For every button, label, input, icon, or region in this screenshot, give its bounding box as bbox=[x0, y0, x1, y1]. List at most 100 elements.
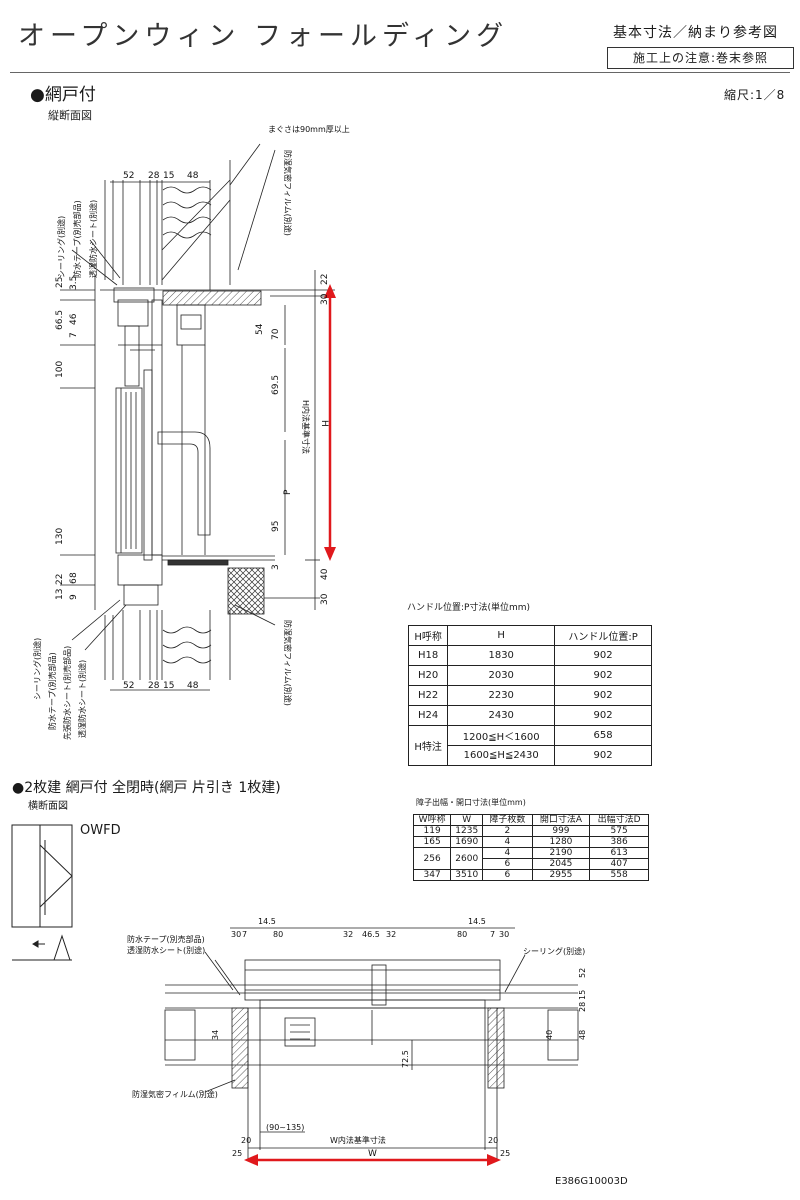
table-cell: 2 bbox=[482, 825, 533, 837]
dim-top-0: 52 bbox=[123, 171, 134, 181]
sash-table-caption: 障子出幅・開口寸法(単位mm) bbox=[416, 798, 526, 807]
width-label: W bbox=[368, 1149, 377, 1159]
dim-h-bottom-2: 25 bbox=[232, 1149, 242, 1158]
table-header: H呼称 bbox=[407, 625, 449, 646]
film-label-bottom: 防湿気密フィルム(別途) bbox=[283, 620, 293, 706]
table-row: 165 1690 4 1280 386 bbox=[412, 836, 649, 848]
dim-inner-1: 70 bbox=[271, 328, 281, 340]
table-cell: 902 bbox=[554, 705, 652, 726]
table-row: H特注 1200≦H＜1600 658 bbox=[407, 725, 652, 766]
dim-inner-4: 3 bbox=[271, 564, 281, 570]
sash-dimension-table: W呼称 W 障子枚数 開口寸法A 出幅寸法D 119 1235 2 999 57… bbox=[412, 814, 649, 881]
handle-p-label: P bbox=[283, 489, 293, 495]
horizontal-section-label: 横断面図 bbox=[28, 801, 68, 812]
arrow-down-icon bbox=[324, 547, 336, 561]
dim-h-bottom-1: 20 bbox=[488, 1136, 498, 1145]
table-cell: 256 bbox=[412, 847, 452, 870]
page-subtitle: 基本寸法／納まり参考図 bbox=[613, 25, 778, 41]
dim-inner-3: 95 bbox=[271, 521, 281, 532]
dim-h-bottom-0: 20 bbox=[241, 1136, 251, 1145]
sheet-label-bottom: 先張防水シート(別売部品) bbox=[62, 646, 72, 740]
section-heading-screen: ●網戸付 bbox=[30, 85, 96, 105]
table-cell: 2045 bbox=[531, 858, 591, 870]
table-row: 347 3510 6 2955 558 bbox=[412, 869, 649, 881]
dim-left-9: 22 bbox=[55, 574, 65, 585]
dim-inner-2: 69.5 bbox=[271, 375, 281, 395]
table-cell: 6 bbox=[482, 858, 533, 870]
table-row: H24 2430 902 bbox=[407, 705, 652, 726]
table-cell: H特注 bbox=[407, 725, 449, 766]
table-header: W bbox=[450, 814, 484, 826]
table-cell: 165 bbox=[412, 836, 452, 848]
table-header: ハンドル位置:P bbox=[554, 625, 652, 646]
dim-right-3: 30 bbox=[320, 593, 330, 605]
arrow-right-icon bbox=[487, 1154, 501, 1166]
horizontal-section-drawing bbox=[164, 927, 579, 1160]
table-cell: 1690 bbox=[450, 836, 484, 848]
dim-h-top-9: 7 bbox=[490, 930, 495, 939]
table-cell: H18 bbox=[407, 645, 449, 666]
table-cell: 2430 bbox=[447, 705, 556, 726]
dim-top-2: 15 bbox=[163, 171, 174, 181]
table-cell: 2955 bbox=[531, 869, 591, 881]
table-header-row: W呼称 W 障子枚数 開口寸法A 出幅寸法D bbox=[412, 814, 649, 826]
dim-left-3: 7 bbox=[69, 332, 79, 338]
table-cell: 999 bbox=[531, 825, 591, 837]
table-row: H22 2230 902 bbox=[407, 685, 652, 706]
dim-h-side-1: 15 bbox=[578, 990, 587, 1000]
dim-h-top-5: 46.5 bbox=[362, 930, 380, 939]
header-divider bbox=[10, 72, 790, 73]
owfd-window-icon bbox=[11, 824, 73, 961]
dim-bottom-0: 52 bbox=[123, 681, 134, 691]
vertical-section-drawing bbox=[60, 143, 335, 691]
table-cell: 1200≦H＜1600 bbox=[447, 725, 556, 746]
table-row: 1600≦H≦2430 902 bbox=[409, 745, 652, 766]
table-row: 6 2045 407 bbox=[414, 858, 649, 870]
dim-h-top-1: 7 bbox=[242, 930, 247, 939]
table-cell: 658 bbox=[554, 725, 652, 746]
dim-h-side-6: 72.5 bbox=[401, 1050, 410, 1068]
table-cell: 1830 bbox=[447, 645, 556, 666]
table-cell: H22 bbox=[407, 685, 449, 706]
table-row: 119 1235 2 999 575 bbox=[412, 825, 649, 837]
table-row: H18 1830 902 bbox=[407, 645, 652, 666]
handle-table-caption: ハンドル位置:P寸法(単位mm) bbox=[407, 603, 531, 613]
sheet-label-top: 透湿防水シート(別途) bbox=[88, 200, 98, 278]
handle-position-table: H呼称 H ハンドル位置:P H18 1830 902 H20 2030 902… bbox=[407, 625, 652, 766]
table-cell: 6 bbox=[482, 869, 533, 881]
dim-top-3: 48 bbox=[187, 171, 199, 181]
inner-standard-w-label: W内法基準寸法 bbox=[330, 1135, 386, 1145]
sealing-label: シーリング(別途) bbox=[523, 946, 585, 956]
dim-left-10: 6 bbox=[69, 578, 79, 584]
model-code: OWFD bbox=[80, 823, 121, 838]
dim-left-7: 13 bbox=[55, 589, 65, 600]
table-cell: 2190 bbox=[531, 847, 591, 859]
table-cell: 386 bbox=[589, 836, 649, 848]
page-title: オープンウィン フォールディング bbox=[18, 21, 509, 52]
dim-h-top-4: 32 bbox=[343, 930, 353, 939]
table-header: 障子枚数 bbox=[482, 814, 533, 826]
dim-h-top-8: 80 bbox=[457, 930, 467, 939]
table-row: H20 2030 902 bbox=[407, 665, 652, 686]
table-header-row: H呼称 H ハンドル位置:P bbox=[407, 625, 652, 646]
table-cell: 558 bbox=[589, 869, 649, 881]
section-heading-two-panel: ●2枚建 網戸付 全閉時(網戸 片引き 1枚建) bbox=[12, 780, 281, 796]
table-header: 出幅寸法D bbox=[589, 814, 649, 826]
tape-label-bottom: 防水テープ(別売部品) bbox=[47, 652, 57, 730]
tape-label: 防水テープ(別売部品) bbox=[127, 934, 205, 944]
table-cell: 575 bbox=[589, 825, 649, 837]
dim-h-side-2: 28 bbox=[578, 1002, 587, 1012]
drawing-code: E386G10003D bbox=[555, 1176, 628, 1187]
range-label: (90~135) bbox=[266, 1123, 304, 1132]
dim-right-0: 22 bbox=[320, 274, 330, 285]
table-cell: 119 bbox=[412, 825, 452, 837]
horizontal-labels: 防水テープ(別売部品) 透湿防水シート(別途) シーリング(別途) 防湿気密フィ… bbox=[127, 917, 587, 1159]
dim-h-bottom-3: 25 bbox=[500, 1149, 510, 1158]
lintel-note: まぐさは90mm厚以上 bbox=[268, 125, 350, 134]
dim-left-5: 100 bbox=[55, 361, 65, 378]
table-cell: 613 bbox=[589, 847, 649, 859]
dim-bottom-2: 15 bbox=[163, 681, 174, 691]
dim-h-top-3: 14.5 bbox=[258, 917, 276, 926]
table-cell: 3510 bbox=[450, 869, 484, 881]
